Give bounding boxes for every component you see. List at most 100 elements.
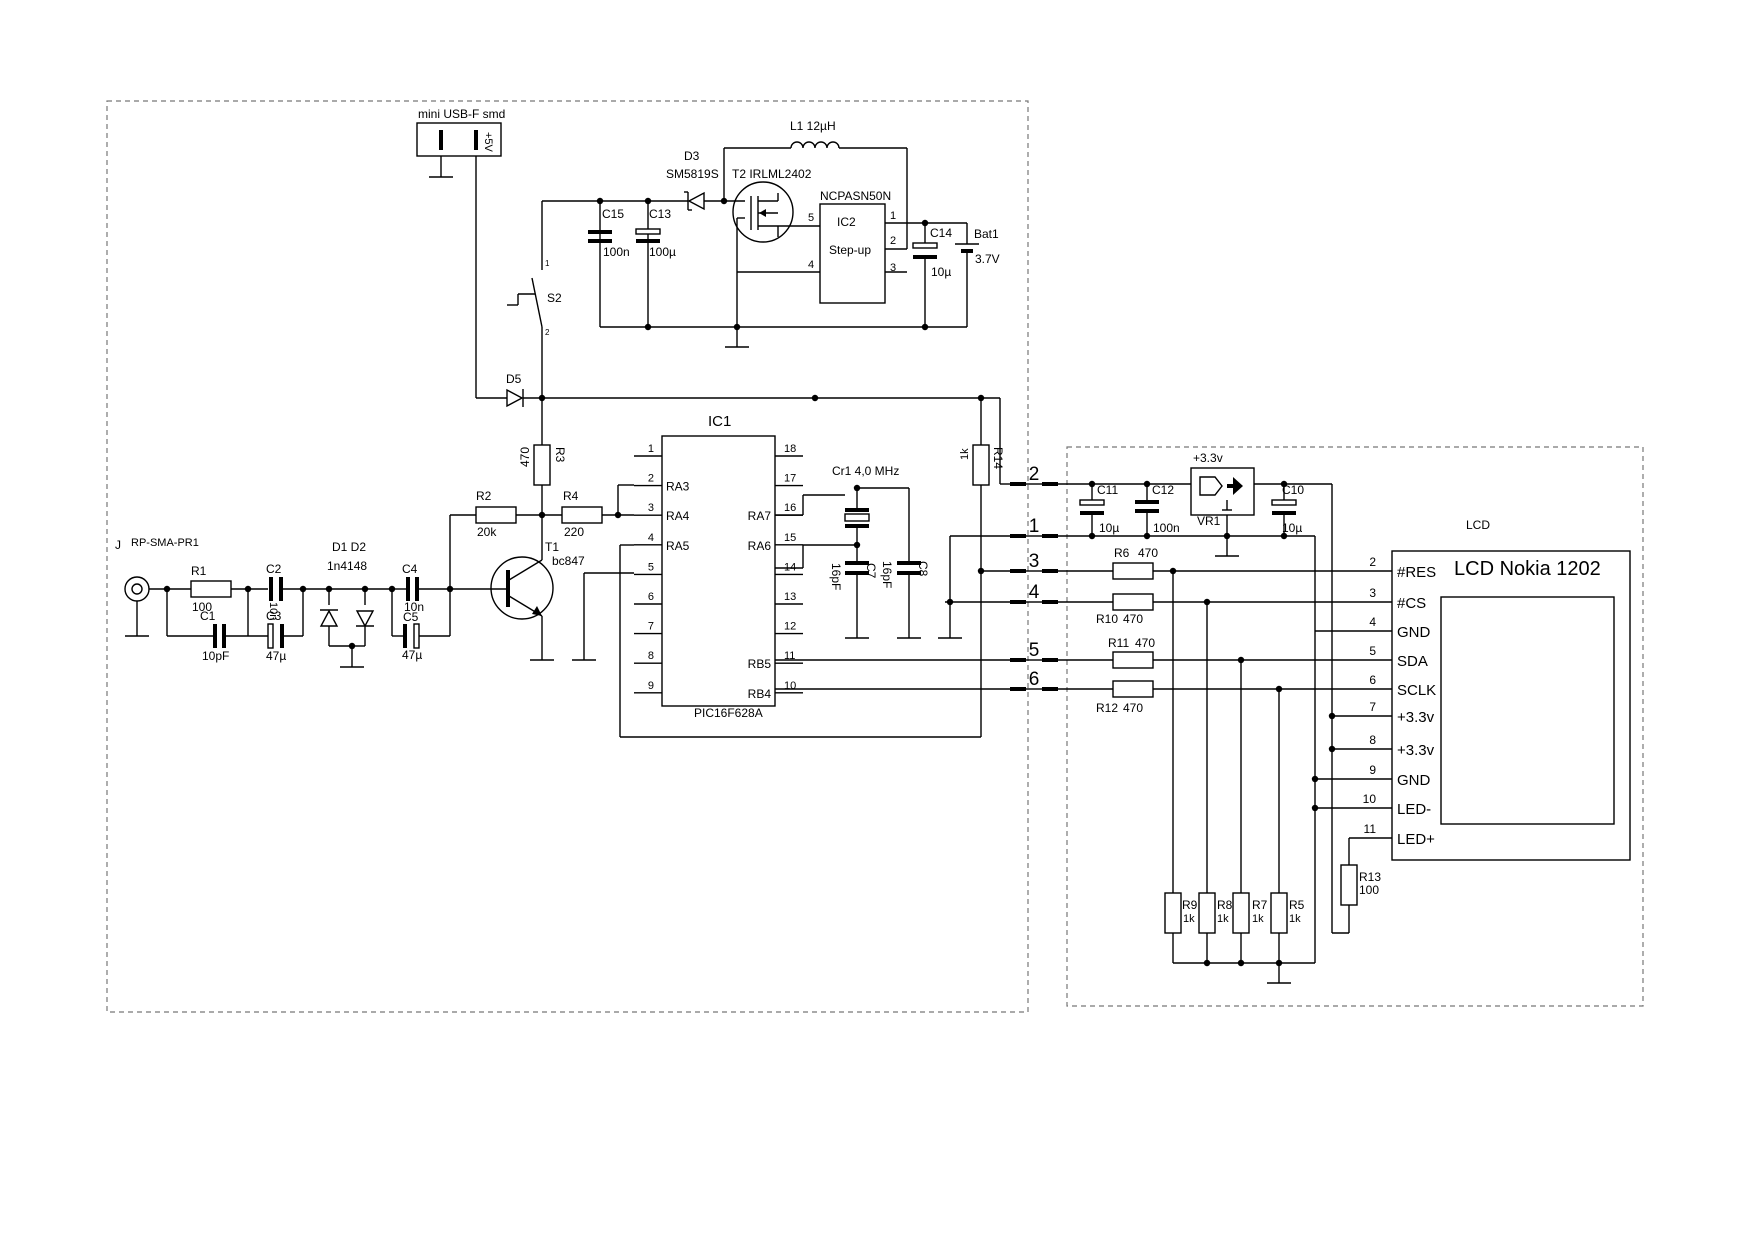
ic1-pin-number: 15 [784, 532, 796, 544]
c15-capacitor: C15 100n [588, 207, 630, 259]
lcd-pin-number: 9 [1369, 763, 1376, 777]
ic1-pin-number: 4 [648, 532, 654, 544]
connector-label: 6 [1029, 669, 1040, 690]
ic1-pin-number: 9 [648, 680, 654, 692]
r12-resistor: R12 470 [1096, 680, 1154, 715]
svg-text:1k: 1k [1252, 913, 1264, 925]
lcd-pin-name: SDA [1397, 653, 1428, 670]
bat1-battery: Bat1 3.7V [955, 223, 1000, 327]
svg-text:1k: 1k [959, 448, 971, 460]
svg-text:1k: 1k [1289, 913, 1301, 925]
r7-resistor: R7 1k [1232, 660, 1268, 963]
svg-text:R9: R9 [1182, 898, 1198, 912]
svg-text:100n: 100n [1153, 521, 1180, 535]
svg-text:D1 D2: D1 D2 [332, 540, 366, 554]
r1-resistor: R1 100 [190, 564, 232, 614]
svg-text:C2: C2 [266, 562, 282, 576]
s2-switch: S2 1 2 [507, 201, 562, 398]
r2-resistor: R2 20k [475, 489, 517, 539]
svg-text:20k: 20k [477, 525, 497, 539]
lcd-pin-name: #RES [1397, 564, 1436, 581]
svg-text:10µ: 10µ [931, 265, 951, 279]
svg-text:C8: C8 [916, 561, 930, 577]
svg-text:10n: 10n [267, 602, 279, 620]
c4-capacitor: C4 10n [402, 562, 424, 614]
r14-resistor: R14 1k [959, 398, 1005, 737]
c1-capacitor: C1 10pF [200, 609, 229, 663]
usb-ref: mini USB-F smd [418, 107, 505, 121]
svg-text:3: 3 [890, 262, 896, 274]
j-antenna-connector: J RP-SMA-PR1 [115, 537, 199, 637]
svg-text:bc847: bc847 [552, 554, 585, 568]
lcd-pin-number: 4 [1369, 615, 1376, 629]
lcd-pin-number: 8 [1369, 733, 1376, 747]
svg-text:470: 470 [1135, 636, 1155, 650]
svg-text:C7: C7 [864, 563, 878, 579]
svg-text:5: 5 [808, 212, 814, 224]
lcd-title: LCD Nokia 1202 [1454, 558, 1601, 580]
svg-text:10n: 10n [404, 600, 424, 614]
main-board-outline [106, 100, 1029, 1013]
lcd-pin-name: GND [1397, 772, 1431, 789]
svg-text:IC2: IC2 [837, 215, 856, 229]
svg-text:L1 12µH: L1 12µH [790, 119, 836, 133]
t1-transistor: T1 bc847 [450, 515, 585, 661]
svg-text:R2: R2 [476, 489, 492, 503]
ic1-pin-number: 2 [648, 473, 654, 485]
svg-text:R13: R13 [1359, 870, 1381, 884]
lcd-pin-name: +3.3v [1397, 709, 1435, 726]
svg-text:+3.3v: +3.3v [1193, 451, 1223, 465]
connector-label: 3 [1029, 551, 1040, 572]
t2-mosfet: T2 IRLML2402 [724, 167, 820, 327]
d1-d2-diodes: D1 D2 1n4148 [319, 540, 396, 668]
svg-text:Step-up: Step-up [829, 243, 871, 257]
svg-text:RP-SMA-PR1: RP-SMA-PR1 [131, 537, 199, 549]
c14-capacitor: C14 10µ [912, 223, 952, 327]
c3-capacitor: C3 47µ [266, 609, 286, 663]
svg-text:47µ: 47µ [266, 649, 286, 663]
svg-text:PIC16F628A: PIC16F628A [694, 706, 763, 720]
svg-text:T2 IRLML2402: T2 IRLML2402 [732, 167, 812, 181]
connector-label: 5 [1029, 640, 1040, 661]
svg-text:R14: R14 [991, 447, 1005, 469]
svg-text:10pF: 10pF [202, 649, 229, 663]
ic1-pin-name: RA6 [748, 539, 772, 553]
r10-resistor: R10 470 [1096, 593, 1154, 626]
ic1-pin-number: 8 [648, 650, 654, 662]
svg-text:R7: R7 [1252, 898, 1268, 912]
lcd-pin-number: 2 [1369, 555, 1376, 569]
svg-text:C3: C3 [266, 609, 282, 623]
svg-text:100: 100 [1359, 883, 1379, 897]
svg-text:VR1: VR1 [1197, 514, 1221, 528]
svg-text:IC1: IC1 [708, 413, 731, 430]
lcd-pin-number: 3 [1369, 586, 1376, 600]
ic1-pin-number: 10 [784, 680, 796, 692]
svg-text:R3: R3 [553, 447, 567, 463]
connector-label: 2 [1029, 464, 1040, 485]
c8-capacitor: C8 16pF [880, 558, 930, 639]
c2-capacitor: C2 10n [266, 562, 283, 620]
lcd-pin-number: 6 [1369, 673, 1376, 687]
ic1-pin-number: 7 [648, 621, 654, 633]
svg-text:R4: R4 [563, 489, 579, 503]
l1-inductor: L1 12µH [723, 119, 908, 223]
c13-capacitor: C13 100µ [635, 207, 676, 259]
r9-resistor: R9 1k [1164, 571, 1198, 963]
lcd-pin-list: 2#RES3#CS4GND5SDA6SCLK7+3.3v8+3.3v9GND10… [1363, 555, 1437, 848]
ic1-pin-number: 16 [784, 502, 796, 514]
svg-text:1: 1 [545, 259, 550, 268]
connector-label: 1 [1029, 516, 1040, 537]
svg-text:J: J [115, 538, 121, 552]
svg-text:16pF: 16pF [880, 561, 894, 588]
svg-text:R10: R10 [1096, 612, 1118, 626]
svg-text:R5: R5 [1289, 898, 1305, 912]
svg-text:470: 470 [1138, 546, 1158, 560]
lcd-module: LCD Nokia 1202 LCD [1391, 518, 1631, 861]
c7-capacitor: C7 16pF [829, 545, 878, 639]
s2-ref: S2 [547, 291, 562, 305]
c10-capacitor: C10 10µ [1271, 483, 1304, 536]
ic1-pin-number: 3 [648, 502, 654, 514]
ic1-pin-number: 12 [784, 621, 796, 633]
ic1-pic16f628a: IC1 PIC16F628A [661, 413, 776, 720]
